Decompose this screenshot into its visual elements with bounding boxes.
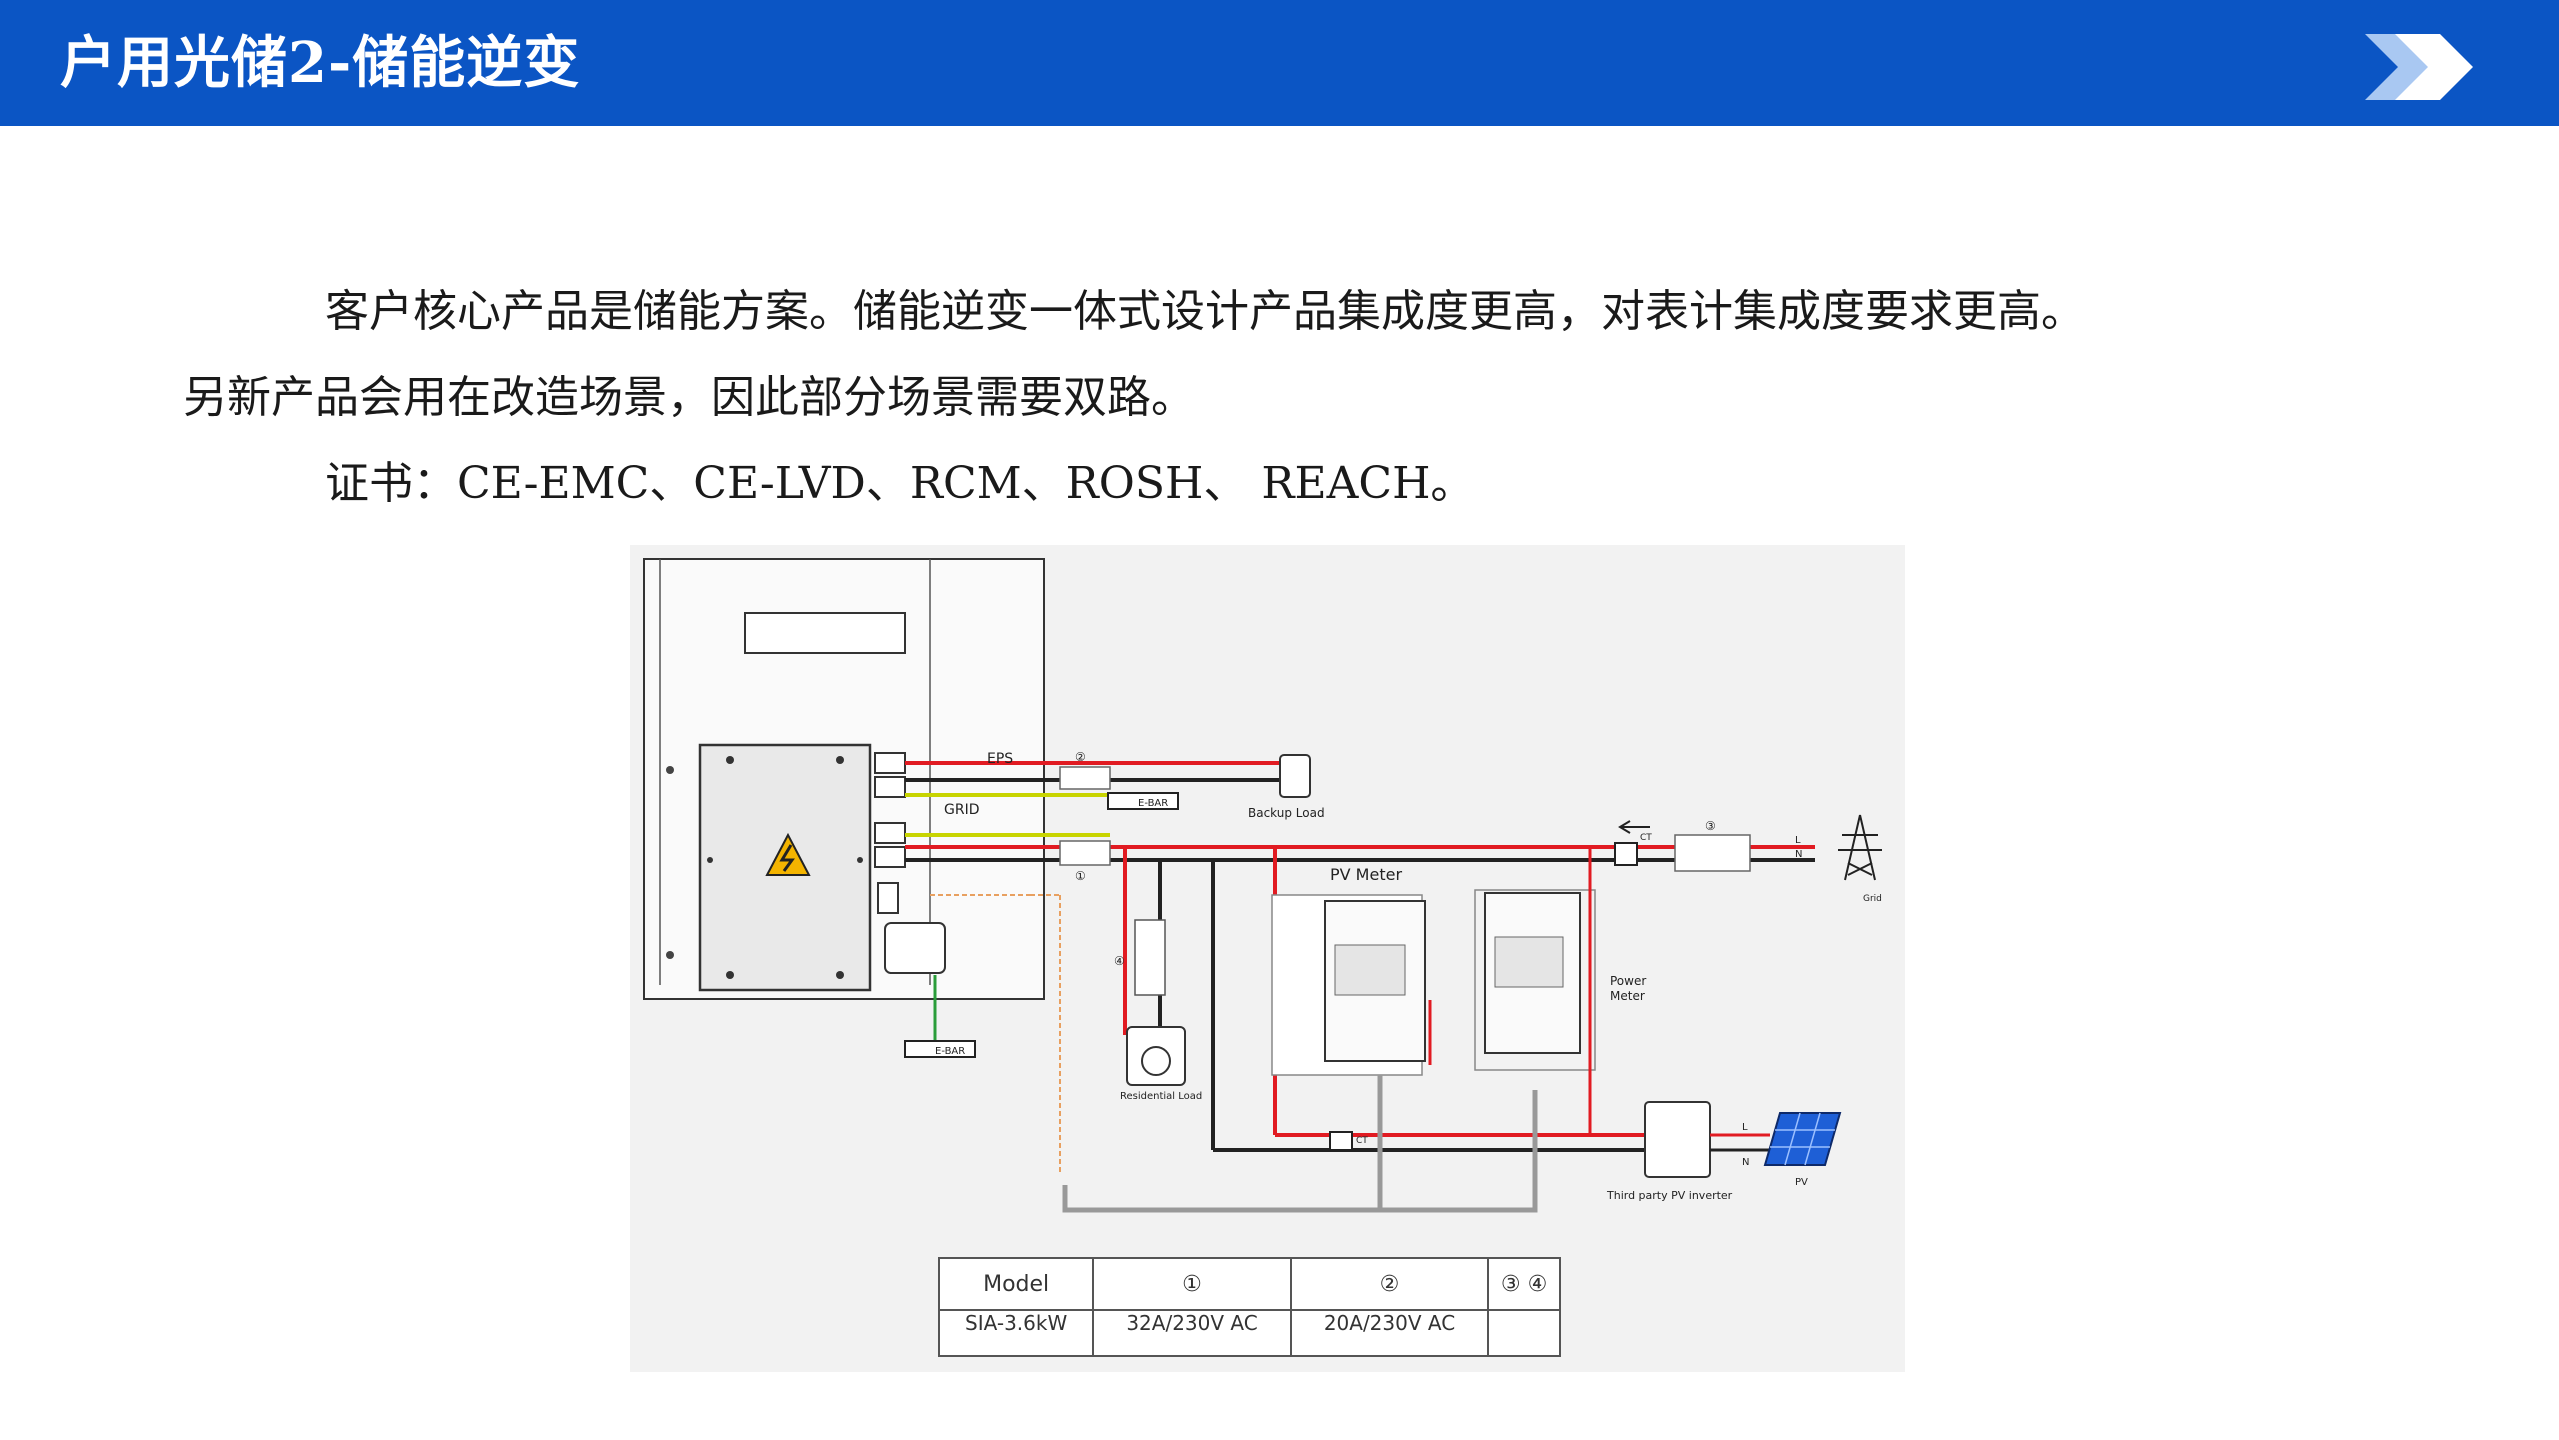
spec-model: SIA-3.6kW xyxy=(937,1309,1095,1357)
power-meter-label-1: Power xyxy=(1610,974,1646,988)
third-party-inverter-box xyxy=(1644,1101,1711,1178)
svg-text:L: L xyxy=(1795,835,1801,846)
third-party-inverter-label: Third party PV inverter xyxy=(1606,1189,1733,1202)
backup-load-box xyxy=(1279,754,1311,798)
spec-header-1: ① xyxy=(1092,1257,1292,1311)
eps-label: EPS xyxy=(987,751,1013,767)
spec-value-1: 32A/230V AC xyxy=(1092,1309,1292,1357)
pv-meter-label: PV Meter xyxy=(1330,865,1402,884)
residential-load-box xyxy=(1126,1026,1186,1086)
intro-paragraph-line2: 另新产品会用在改造场景，因此部分场景需要双路。 xyxy=(183,372,1195,423)
ebar-bottom-label: E-BAR xyxy=(935,1046,965,1057)
svg-text:CT: CT xyxy=(1640,833,1652,843)
svg-text:①: ① xyxy=(1075,869,1086,883)
high-voltage-warning-icon xyxy=(765,832,811,876)
inverter-unit xyxy=(643,558,1045,1000)
svg-text:N: N xyxy=(1795,849,1802,860)
pv-label: PV xyxy=(1795,1177,1808,1188)
solar-panel-icon xyxy=(1763,1112,1842,1166)
spec-header-model: Model xyxy=(937,1257,1095,1311)
intro-paragraph-line1: 客户核心产品是储能方案。储能逆变一体式设计产品集成度更高，对表计集成度要求更高。 xyxy=(325,286,2085,337)
svg-text:N: N xyxy=(1742,1157,1749,1168)
page-title: 户用光储2-储能逆变 xyxy=(60,30,581,96)
grid-label: Grid xyxy=(1863,894,1882,904)
svg-text:L: L xyxy=(1742,1122,1748,1133)
residential-load-label: Residential Load xyxy=(1120,1091,1202,1102)
backup-load-label: Backup Load xyxy=(1248,806,1325,820)
grid-port-label: GRID xyxy=(944,802,980,818)
power-meter-label-2: Meter xyxy=(1610,989,1645,1003)
spec-value-2: 20A/230V AC xyxy=(1289,1309,1490,1357)
svg-text:③: ③ xyxy=(1705,819,1716,833)
header-bar: 户用光储2-储能逆变 xyxy=(0,0,2559,126)
spec-value-34 xyxy=(1487,1309,1561,1357)
svg-text:CT: CT xyxy=(1356,1136,1368,1146)
wiring-diagram: EPS GRID Backup Load ② E-BAR ① ③ CT L N xyxy=(630,545,1905,1372)
table-row: SIA-3.6kW 32A/230V AC 20A/230V AC xyxy=(937,1309,1561,1357)
grid-tower-icon xyxy=(1838,814,1882,881)
spec-header-34: ③ ④ xyxy=(1487,1257,1561,1311)
svg-text:④: ④ xyxy=(1114,954,1125,968)
certificates-text: 证书：CE-EMC、CE-LVD、RCM、ROSH、 REACH。 xyxy=(325,458,1475,509)
double-chevron-right-icon xyxy=(2365,34,2473,100)
spec-table: Model ① ② ③ ④ SIA-3.6kW 32A/230V AC 20A/… xyxy=(937,1257,1561,1357)
ebar-top-label: E-BAR xyxy=(1138,798,1168,809)
spec-header-2: ② xyxy=(1289,1257,1490,1311)
svg-text:②: ② xyxy=(1075,750,1086,764)
wiring-diagram-svg: EPS GRID Backup Load ② E-BAR ① ③ CT L N xyxy=(643,558,1882,1213)
